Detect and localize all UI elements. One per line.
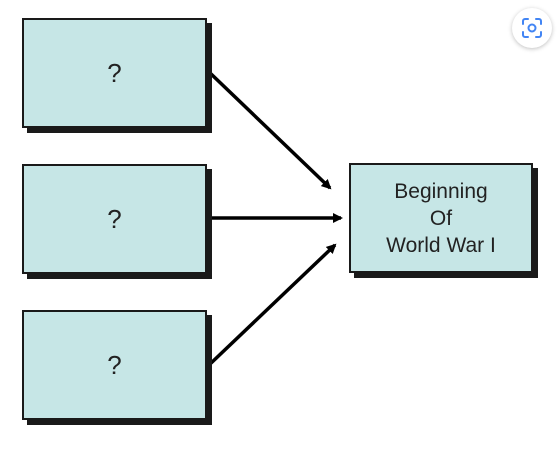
effect-line-1: Beginning [394,179,488,203]
cause-1-label: ? [107,57,122,88]
cause-2-label: ? [107,203,122,234]
arrow-cause-1-to-effect [207,70,332,190]
effect-label: Beginning Of World War I [386,178,496,259]
effect-line-2: Of [429,206,453,230]
cause-box-1: ? [22,18,207,128]
cause-3-label: ? [107,349,122,380]
effect-line-3: World War I [386,233,496,257]
cause-box-2: ? [22,164,207,274]
visual-search-button[interactable] [512,8,552,48]
visual-search-icon [522,18,542,38]
arrow-cause-3-to-effect [207,243,337,367]
cause-box-3: ? [22,310,207,420]
effect-box: Beginning Of World War I [349,163,533,273]
